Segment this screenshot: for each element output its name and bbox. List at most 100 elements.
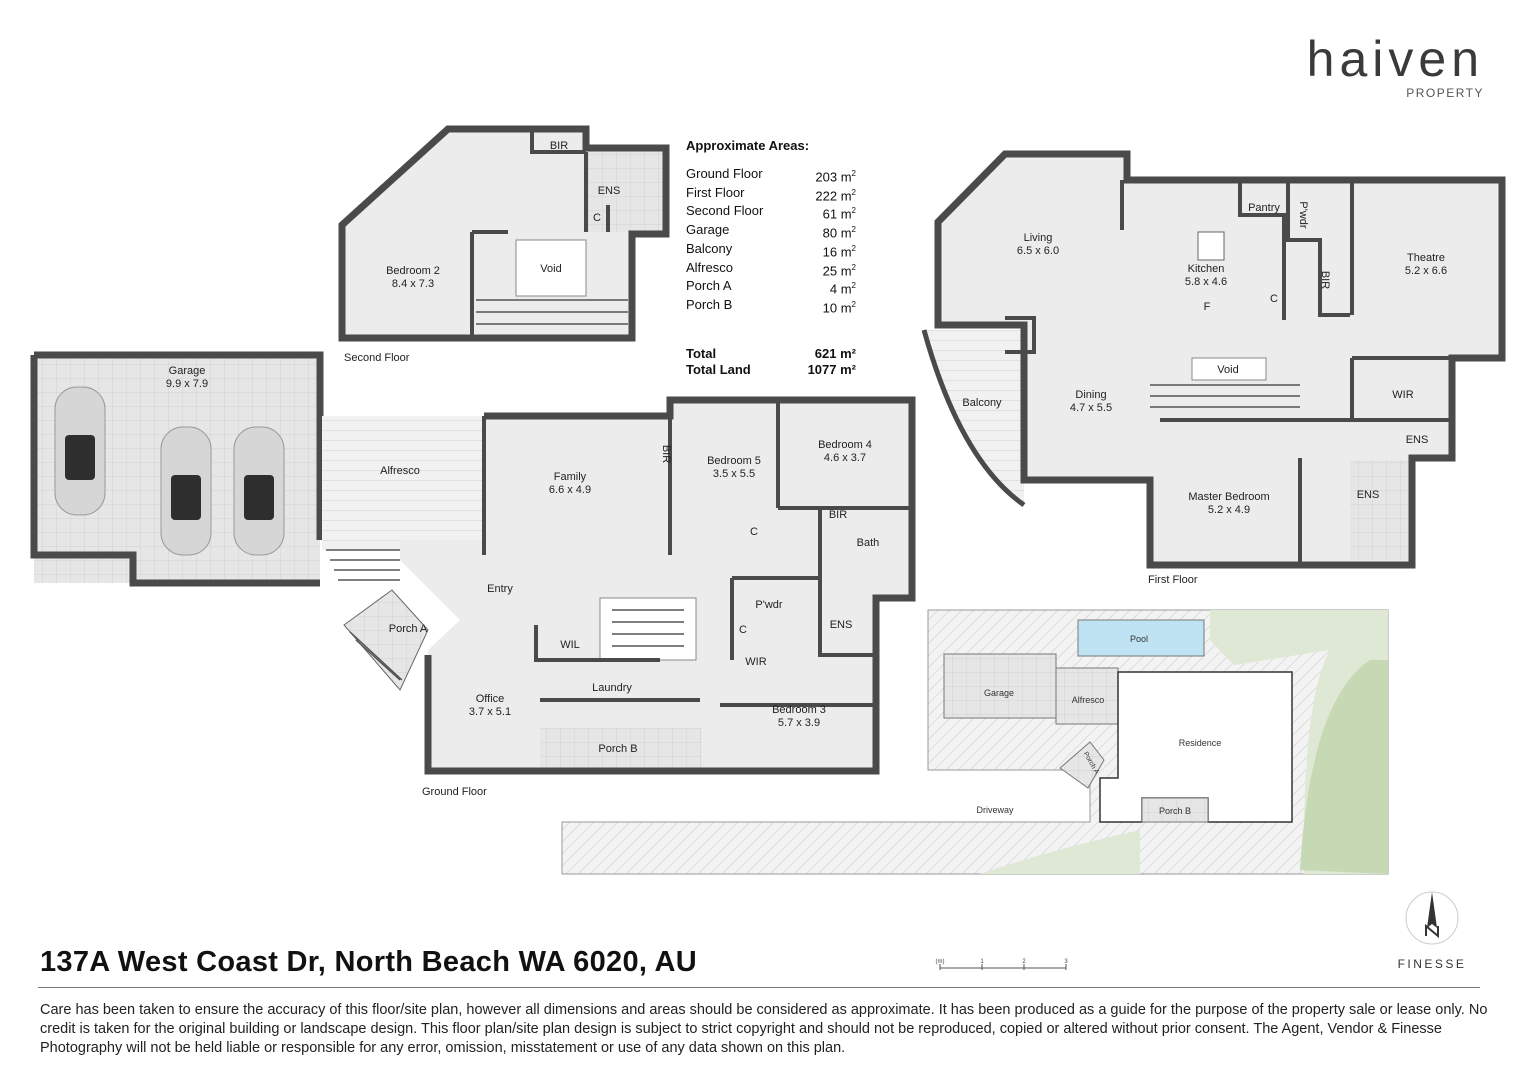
area-row-value-text: 222 m xyxy=(815,188,852,204)
bedroom2-label: Bedroom 2 xyxy=(386,265,440,277)
site-pool-label: Pool xyxy=(1130,634,1148,644)
c-ground-1-label: C xyxy=(750,526,758,538)
scale-bar: (m) 1 2 3 xyxy=(936,959,1068,970)
void-second-label: Void xyxy=(540,263,561,275)
garage-dim: 9.9 x 7.9 xyxy=(166,378,208,390)
area-row-value-text: 61 m xyxy=(822,206,852,222)
entry-label: Entry xyxy=(487,583,513,595)
dining-dim: 4.7 x 5.5 xyxy=(1070,402,1112,414)
area-row-unit-sup: 2 xyxy=(851,262,856,272)
area-total-row: Total 621 m² xyxy=(686,346,856,362)
area-row: Porch B 10 m2 xyxy=(686,297,856,316)
area-row-label: Porch B xyxy=(686,297,733,313)
site-plan xyxy=(561,609,1389,875)
area-row-value: 10 m2 xyxy=(823,297,856,316)
family-label: Family xyxy=(554,471,587,483)
area-land-value: 1077 m² xyxy=(807,361,856,377)
theatre-label: Theatre xyxy=(1407,252,1445,264)
master-bedroom-dim: 5.2 x 4.9 xyxy=(1208,504,1250,516)
area-row: Ground Floor 203 m2 xyxy=(686,166,856,185)
second-floor-label: Second Floor xyxy=(344,352,410,364)
area-row-label: First Floor xyxy=(686,184,745,200)
scale-unit: (m) xyxy=(936,959,945,965)
bath-label: Bath xyxy=(857,537,880,549)
pantry-label: Pantry xyxy=(1248,202,1280,214)
area-row-label: Porch A xyxy=(686,278,732,294)
porch-a-label: Porch A xyxy=(389,623,428,635)
bedroom5-label: Bedroom 5 xyxy=(707,455,761,467)
scale-tick-1: 1 xyxy=(980,959,984,965)
car-icons xyxy=(54,386,285,556)
wir-first-label: WIR xyxy=(1392,389,1413,401)
garage-label: Garage xyxy=(169,365,206,377)
area-total-value: 621 m² xyxy=(814,345,856,361)
ens-second-label: ENS xyxy=(598,185,621,197)
alfresco-label: Alfresco xyxy=(380,465,420,477)
area-row-unit-sup: 2 xyxy=(851,169,856,178)
bedroom4-dim: 4.6 x 3.7 xyxy=(824,452,866,464)
bir-second-label: BIR xyxy=(550,140,568,152)
bedroom3-label: Bedroom 3 xyxy=(772,704,826,716)
scale-tick-3: 3 xyxy=(1064,959,1068,965)
area-row-unit-sup: 2 xyxy=(851,206,856,216)
area-row-label: Ground Floor xyxy=(686,166,763,181)
area-row-value: 25 m2 xyxy=(823,260,856,279)
bedroom2-dim: 8.4 x 7.3 xyxy=(392,278,434,290)
area-row: Porch A 4 m2 xyxy=(686,278,856,297)
ens-first-2-label: ENS xyxy=(1357,489,1380,501)
area-row-value: 203 m2 xyxy=(815,166,856,185)
wir-ground-label: WIR xyxy=(745,656,766,668)
office-label: Office xyxy=(476,693,505,705)
area-row-value: 222 m2 xyxy=(815,185,856,204)
site-alfresco-label: Alfresco xyxy=(1072,695,1105,705)
area-row-value: 4 m2 xyxy=(830,278,856,297)
site-residence-label: Residence xyxy=(1179,738,1222,748)
area-row-value-text: 80 m xyxy=(822,225,852,241)
laundry-label: Laundry xyxy=(592,682,632,694)
first-floor-label: First Floor xyxy=(1148,574,1198,586)
site-porch-b-label: Porch B xyxy=(1159,806,1191,816)
c-ground-2-label: C xyxy=(739,624,747,636)
ens-first-1-label: ENS xyxy=(1406,434,1429,446)
property-address: 137A West Coast Dr, North Beach WA 6020,… xyxy=(40,946,698,978)
area-row-value: 80 m2 xyxy=(823,222,856,241)
divider xyxy=(38,987,1480,988)
area-row-value-text: 10 m xyxy=(822,300,852,316)
c-first-label: C xyxy=(1270,293,1278,305)
area-row-value: 16 m2 xyxy=(823,241,856,260)
bir-ground-2-label: BIR xyxy=(829,509,847,521)
pwdr-first-label: P'wdr xyxy=(1297,201,1309,228)
bedroom4-label: Bedroom 4 xyxy=(818,439,872,451)
brand-name: haiven xyxy=(1306,31,1484,87)
master-bedroom-label: Master Bedroom xyxy=(1188,491,1269,503)
c-second-label: C xyxy=(593,212,601,224)
bedroom5-dim: 3.5 x 5.5 xyxy=(713,468,755,480)
second-floor-plan xyxy=(338,125,670,342)
finesse-label: FINESSE xyxy=(1397,957,1467,971)
brand-logo: haiven PROPERTY xyxy=(1307,34,1484,100)
area-row-unit-sup: 2 xyxy=(851,300,856,310)
ground-floor-plan xyxy=(30,351,916,775)
family-dim: 6.6 x 4.9 xyxy=(549,484,591,496)
site-garage-label: Garage xyxy=(984,688,1014,698)
ground-floor-label: Ground Floor xyxy=(422,786,487,798)
area-row-unit-sup: 2 xyxy=(851,187,856,197)
kitchen-dim: 5.8 x 4.6 xyxy=(1185,276,1227,288)
brand-sub: PROPERTY xyxy=(1406,86,1484,100)
void-first-label: Void xyxy=(1217,364,1238,376)
area-row-value-text: 203 m xyxy=(815,169,852,185)
first-floor-plan xyxy=(921,150,1506,569)
area-total-label: Total xyxy=(686,345,717,361)
ens-ground-label: ENS xyxy=(830,619,853,631)
area-row-value-text: 25 m xyxy=(822,263,852,278)
area-row-value: 61 m2 xyxy=(823,203,856,222)
area-row-value-text: 4 m xyxy=(829,281,852,297)
site-driveway-label: Driveway xyxy=(976,805,1014,815)
area-row-value-text: 16 m xyxy=(822,244,852,260)
area-land-label: Total Land xyxy=(686,361,751,377)
